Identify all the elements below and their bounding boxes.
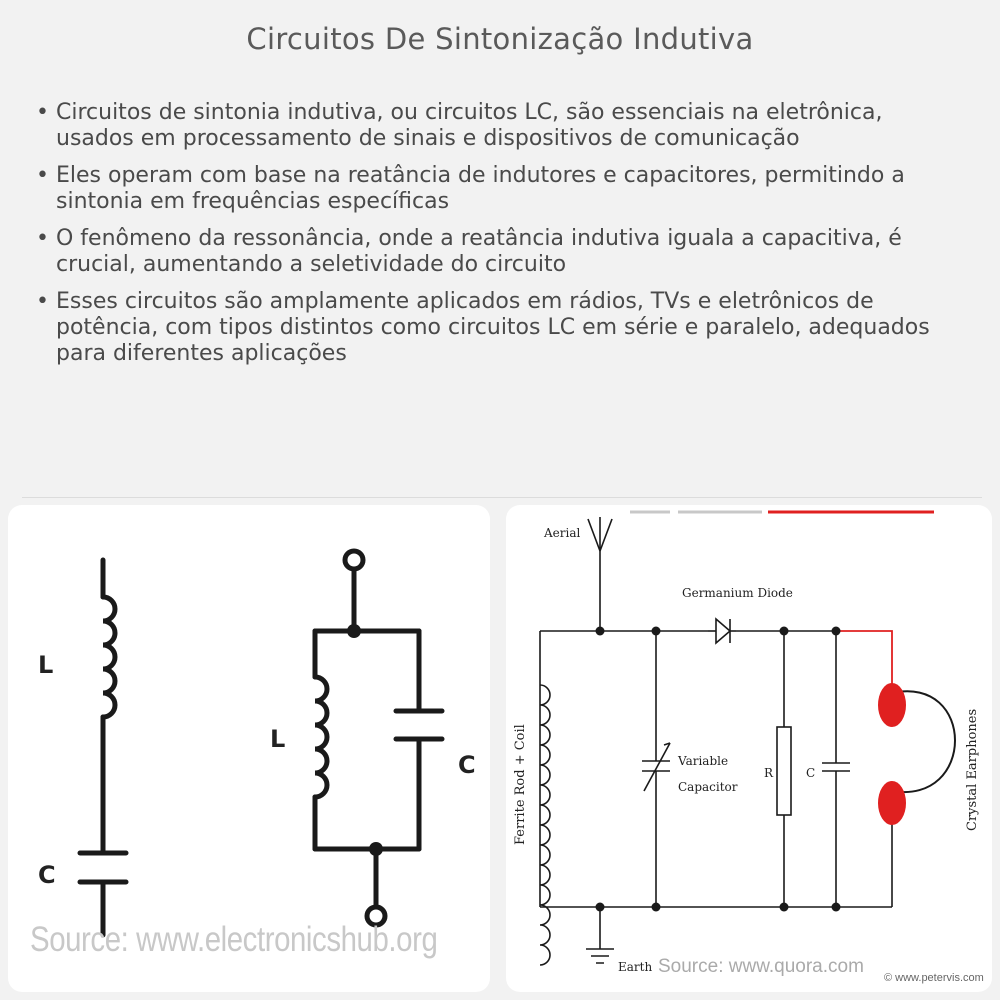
earphone-bottom: [878, 781, 906, 825]
aerial-symbol: [587, 517, 613, 631]
bullet-item: Esses circuitos são amplamente aplicados…: [36, 289, 966, 367]
lc-symbols-panel: L C L C: [8, 505, 490, 992]
terminal-bottom: [364, 904, 388, 928]
variable-capacitor-label-line2: Capacitor: [678, 780, 738, 794]
source-label-right: Source: www.quora.com: [658, 956, 864, 977]
series-lc-circuit: [77, 557, 129, 938]
page-title: Circuitos De Sintonização Indutiva: [246, 22, 754, 56]
junction-dot: [831, 902, 841, 912]
lc-symbols-diagram: L C L C: [38, 548, 476, 938]
bullet-item: Eles operam com base na reatância de ind…: [36, 163, 966, 215]
resistor-label: R: [764, 766, 774, 780]
earphone-headband: [891, 690, 956, 794]
resistor: [776, 631, 792, 907]
junction-dot: [831, 626, 841, 636]
ferrite-coil: [539, 684, 551, 966]
parallel-capacitor-label: C: [458, 751, 476, 779]
capacitor: [822, 631, 850, 907]
bullet-item: O fenômeno da ressonância, onde a reatân…: [36, 226, 966, 278]
bullet-list: Circuitos de sintonia indutiva, ou circu…: [36, 100, 966, 378]
junction-dot: [595, 626, 605, 636]
parallel-inductor-label: L: [270, 725, 285, 753]
junction-dot: [347, 624, 361, 638]
junction-dot: [651, 902, 661, 912]
junction-dot: [651, 626, 661, 636]
germanium-diode: [708, 617, 736, 645]
crystal-radio-schematic: Aerial Germanium Diode Variable Capacito…: [513, 510, 980, 974]
parallel-lc-circuit: [312, 548, 445, 928]
variable-capacitor: [642, 631, 671, 907]
crystal-radio-panel: Aerial Germanium Diode Variable Capacito…: [506, 505, 992, 992]
copyright-label: © www.petervis.com: [884, 972, 984, 984]
junction-dot: [779, 902, 789, 912]
terminal-top: [342, 548, 366, 572]
variable-capacitor-label-line1: Variable: [677, 754, 728, 768]
earphones-label: Crystal Earphones: [965, 709, 980, 831]
earth-symbol: [586, 907, 614, 964]
aerial-label: Aerial: [543, 526, 580, 540]
earphone-wire: [836, 630, 893, 685]
junction-dot: [369, 842, 383, 856]
diode-label: Germanium Diode: [682, 586, 793, 600]
series-capacitor-label: C: [38, 861, 56, 889]
coil-label: Ferrite Rod + Coil: [513, 724, 528, 845]
junction-dot: [779, 626, 789, 636]
parallel-inductor-coil: [312, 674, 330, 800]
bullet-item: Circuitos de sintonia indutiva, ou circu…: [36, 100, 966, 152]
series-inductor-coil: [100, 594, 118, 720]
source-label-left: Source: www.electronicshub.org: [30, 920, 438, 959]
earth-label: Earth: [618, 960, 652, 974]
section-divider: [22, 497, 982, 498]
series-inductor-label: L: [38, 651, 53, 679]
earphone-top: [878, 683, 906, 727]
junction-dot: [595, 902, 605, 912]
capacitor-label: C: [806, 766, 815, 780]
